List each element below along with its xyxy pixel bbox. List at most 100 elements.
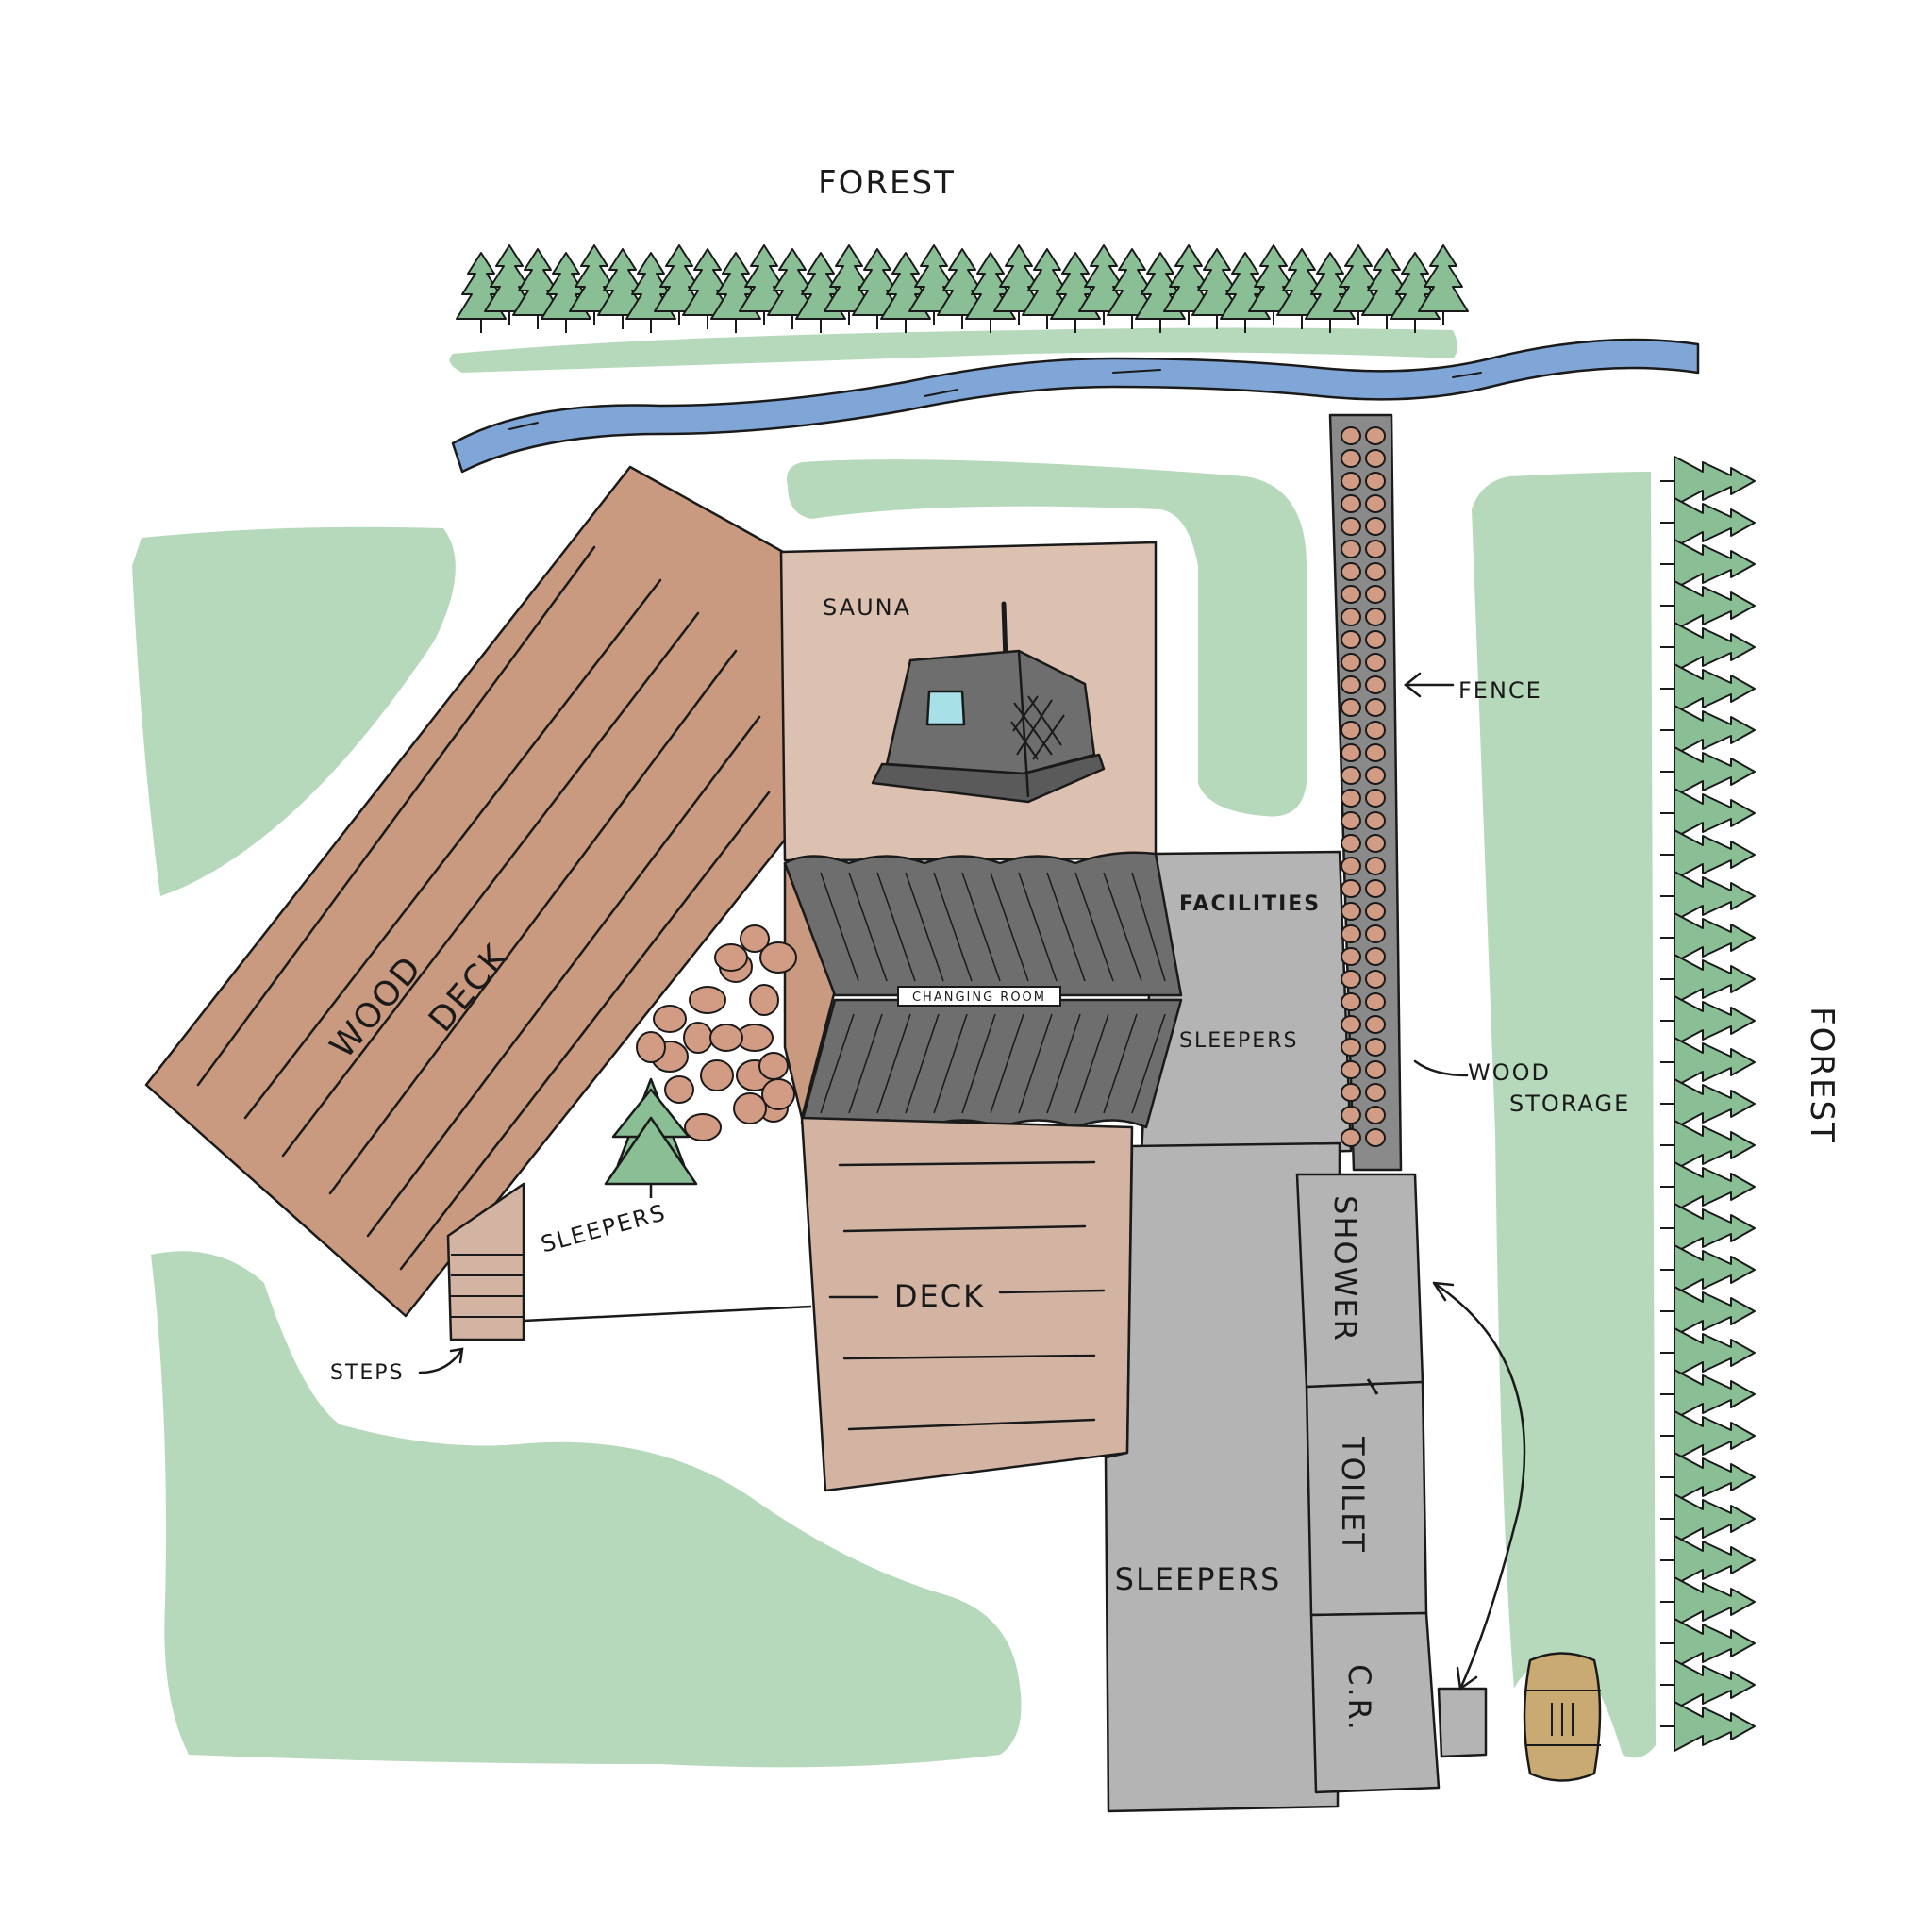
tree <box>1660 456 1756 507</box>
tree <box>1660 1659 1756 1710</box>
shower-label: SHOWER <box>1327 1195 1363 1342</box>
log <box>684 1113 722 1141</box>
log <box>1341 1060 1361 1079</box>
log <box>1365 608 1386 626</box>
log <box>664 1075 694 1104</box>
deck-label: DECK <box>894 1278 985 1314</box>
facilities-label: FACILITIES <box>1179 892 1321 916</box>
tree <box>1107 248 1158 329</box>
log <box>1365 924 1386 943</box>
tree <box>597 248 648 329</box>
log <box>1365 811 1386 830</box>
tree <box>1191 248 1242 329</box>
log <box>733 1092 767 1124</box>
tree <box>1660 829 1756 880</box>
tree <box>1276 248 1327 329</box>
log <box>1365 1128 1386 1147</box>
tree <box>937 248 988 329</box>
log <box>1341 789 1361 808</box>
forest-top-trees <box>456 244 1469 333</box>
steps <box>446 1182 812 1341</box>
forest-right-trees <box>1660 456 1756 1752</box>
washroom-block <box>1295 1173 1488 1794</box>
tree <box>1660 1120 1756 1171</box>
log <box>1365 992 1386 1011</box>
log <box>1365 494 1386 513</box>
tree <box>1660 954 1756 1005</box>
log <box>1365 653 1386 672</box>
log <box>689 986 726 1014</box>
tree <box>1660 746 1756 797</box>
log <box>1365 721 1386 740</box>
log <box>683 1022 713 1054</box>
log <box>1365 562 1386 581</box>
log <box>700 1059 734 1091</box>
deck <box>800 1116 1134 1492</box>
log <box>1341 630 1361 649</box>
tree <box>824 244 874 325</box>
sleepers-steps-label: SLEEPERS <box>538 1199 669 1257</box>
tree <box>682 248 733 329</box>
tree <box>1660 1078 1756 1129</box>
log <box>1341 675 1361 694</box>
tree <box>739 244 790 325</box>
log <box>759 941 797 974</box>
tree <box>1022 248 1073 329</box>
tree <box>654 244 705 325</box>
wood-deck <box>144 465 794 1318</box>
log <box>714 943 748 972</box>
sleepers-bottom-label: SLEEPERS <box>1115 1561 1282 1597</box>
log <box>1365 947 1386 966</box>
tree <box>1078 244 1129 325</box>
tree <box>1660 1244 1756 1295</box>
tree <box>852 248 903 329</box>
log <box>1365 630 1386 649</box>
log <box>1365 585 1386 604</box>
log <box>1365 1106 1386 1124</box>
log <box>1365 698 1386 717</box>
tree <box>1660 1493 1756 1544</box>
steps-arrow <box>418 1347 464 1374</box>
log-pile <box>636 924 797 1141</box>
log <box>636 1031 666 1063</box>
log <box>1365 970 1386 989</box>
log <box>1341 857 1361 875</box>
sleepers-bottom-pad <box>1104 1141 1341 1813</box>
tree <box>1660 580 1756 631</box>
tree <box>993 244 1044 325</box>
tree <box>1248 244 1299 325</box>
tree <box>484 244 535 325</box>
tree <box>1660 995 1756 1046</box>
log <box>1341 608 1361 626</box>
log <box>1365 879 1386 898</box>
log <box>1341 1106 1361 1124</box>
tree <box>1660 1369 1756 1420</box>
tree <box>1660 705 1756 756</box>
log <box>1365 857 1386 875</box>
grass-left-lower <box>151 1251 1022 1768</box>
log <box>709 1024 743 1052</box>
log <box>1341 721 1361 740</box>
tree <box>1660 1161 1756 1212</box>
river-ripples <box>508 369 1482 430</box>
log <box>1365 449 1386 468</box>
grass-right-strip <box>1472 472 1656 1758</box>
grass-top-forest <box>449 327 1458 373</box>
wood-storage-label-2: STORAGE <box>1509 1091 1630 1117</box>
log <box>1365 743 1386 762</box>
tree <box>1660 1037 1756 1088</box>
tree <box>1660 1535 1756 1586</box>
grass-center-u <box>787 459 1307 817</box>
log <box>1365 834 1386 853</box>
tree <box>1660 1701 1756 1752</box>
tree <box>512 248 563 329</box>
log <box>1341 540 1361 558</box>
cr-label: C.R. <box>1341 1664 1377 1732</box>
log <box>1365 789 1386 808</box>
log <box>1365 517 1386 536</box>
tree <box>1660 1618 1756 1669</box>
log <box>1341 449 1361 468</box>
tree <box>767 248 818 329</box>
wood-deck-planks <box>196 545 771 1271</box>
